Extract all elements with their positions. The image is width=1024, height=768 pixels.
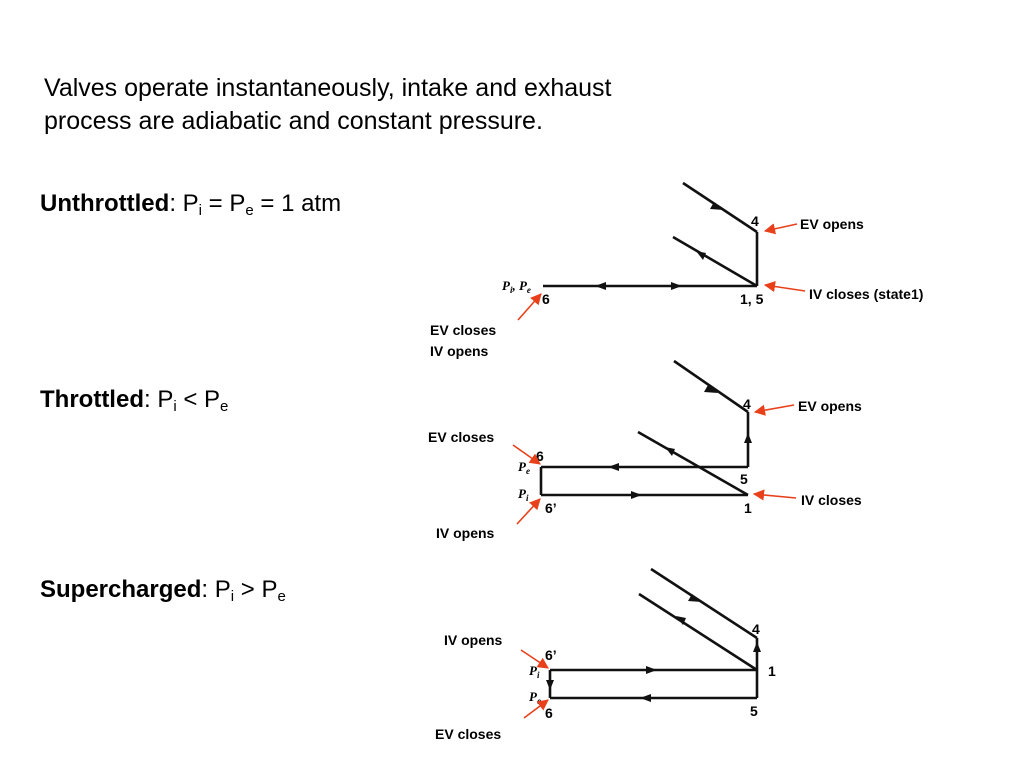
d2-pointer-iv-closes	[752, 489, 797, 501]
d3-arrow-overlap	[546, 680, 554, 690]
d2-state-4: 4	[743, 396, 751, 412]
d1-compression-line	[672, 235, 758, 288]
case-supercharged-name: Supercharged	[40, 576, 202, 603]
d3-state-6: 6	[545, 705, 553, 721]
case-supercharged-p: P	[214, 576, 231, 603]
d2-arrow-intake	[631, 491, 642, 499]
d3-pointer-iv-opens	[520, 649, 549, 669]
d2-pe-label: Pe	[518, 459, 530, 476]
case-supercharged-rel: > P	[234, 576, 278, 603]
d2-ann-ev-closes: EV closes	[428, 429, 494, 445]
d3-state-1: 1	[768, 663, 776, 679]
d3-state-6p: 6’	[545, 647, 557, 663]
case-unthrottled-rest: = 1 atm	[253, 190, 342, 217]
d3-arrow-intake	[646, 666, 657, 674]
d3-pointer-ev-closes	[523, 699, 549, 719]
d1-ann-iv-opens: IV opens	[430, 343, 489, 359]
case-throttled-rel: < P	[176, 386, 221, 413]
d1-ann-iv-closes: IV closes (state1)	[809, 286, 923, 302]
intro-line-1: Valves operate instantaneously, intake a…	[44, 74, 612, 102]
d2-pointer-iv-opens	[516, 498, 541, 525]
d3-ann-iv-opens: IV opens	[444, 632, 503, 648]
d1-state-4: 4	[751, 213, 759, 229]
d2-pointer-ev-opens	[753, 404, 795, 416]
d2-compression-line	[637, 430, 749, 497]
diagram-supercharged: 4 6’ 1 6 5 Pi Pe IV opens EV closes	[435, 567, 776, 742]
d3-arrow-blowdown	[753, 642, 761, 652]
diagram-unthrottled: 4 1, 5 6 Pi, Pe EV opens IV closes (stat…	[430, 181, 923, 359]
case-supercharged-sub-i: i	[230, 588, 235, 605]
d2-ann-iv-opens: IV opens	[436, 525, 495, 541]
d3-arrow-expansion	[688, 594, 702, 602]
d1-arrow-left	[671, 282, 682, 290]
d2-arrow-compression	[665, 447, 675, 456]
case-unthrottled-sub-i: i	[198, 202, 203, 219]
d2-ann-ev-opens: EV opens	[798, 398, 862, 414]
diagram-throttled: 4 6 5 6’ 1 Pe Pi EV opens EV closes IV c…	[428, 359, 862, 541]
d1-arrow-compression	[696, 251, 706, 260]
case-supercharged-heading: Supercharged: Pi > Pe	[40, 576, 286, 605]
case-throttled-heading: Throttled: Pi < Pe	[40, 386, 229, 415]
d3-compression-line	[638, 592, 758, 672]
d1-pointer-ev-closes	[517, 293, 542, 321]
d2-state-5: 5	[740, 471, 748, 487]
d2-arrow-expansion	[704, 385, 718, 393]
d3-expansion-line	[650, 567, 758, 640]
d2-arrow-exhaust	[608, 463, 619, 471]
case-throttled-p: P	[157, 386, 174, 413]
d2-pi-label: Pi	[518, 486, 529, 503]
d2-state-1: 1	[744, 500, 752, 516]
d1-pointer-iv-closes	[763, 280, 806, 293]
d3-state-5: 5	[750, 703, 758, 719]
d1-state-1-5: 1, 5	[740, 291, 764, 307]
intro-line-2: process are adiabatic and constant press…	[44, 107, 543, 135]
d1-arrow-right	[595, 282, 606, 290]
case-unthrottled-eq: = P	[202, 190, 246, 217]
case-unthrottled-heading: Unthrottled: Pi = Pe = 1 atm	[40, 190, 342, 219]
d1-pressure-label: Pi, Pe	[502, 278, 531, 295]
case-throttled-name: Throttled	[40, 386, 144, 413]
case-supercharged-sub-e: e	[277, 588, 286, 605]
case-unthrottled-name: Unthrottled	[40, 190, 170, 217]
d2-arrow-blowdown	[744, 433, 752, 443]
d2-expansion-line	[673, 359, 749, 414]
intro-text: Valves operate instantaneously, intake a…	[44, 72, 744, 138]
d3-arrow-compression	[676, 616, 686, 625]
case-unthrottled-sub-e: e	[245, 202, 254, 219]
d3-pe-label: Pe	[529, 689, 541, 706]
case-throttled-sub-e: e	[220, 398, 229, 415]
d2-pointer-ev-closes	[512, 444, 541, 465]
d3-state-4: 4	[752, 621, 760, 637]
d1-pointer-ev-opens	[763, 223, 798, 235]
d1-ann-ev-closes: EV closes	[430, 322, 496, 338]
case-unthrottled-p: P	[182, 190, 199, 217]
d1-state-6: 6	[542, 291, 550, 307]
d3-arrow-exhaust	[640, 694, 651, 702]
case-throttled-sub-i: i	[173, 398, 177, 415]
d3-ann-ev-closes: EV closes	[435, 726, 501, 742]
d1-arrow-expansion	[710, 202, 724, 210]
d2-state-6p: 6’	[545, 500, 557, 516]
d1-ann-ev-opens: EV opens	[800, 216, 864, 232]
d2-ann-iv-closes: IV closes	[801, 492, 862, 508]
d3-pi-label: Pi	[529, 663, 540, 680]
